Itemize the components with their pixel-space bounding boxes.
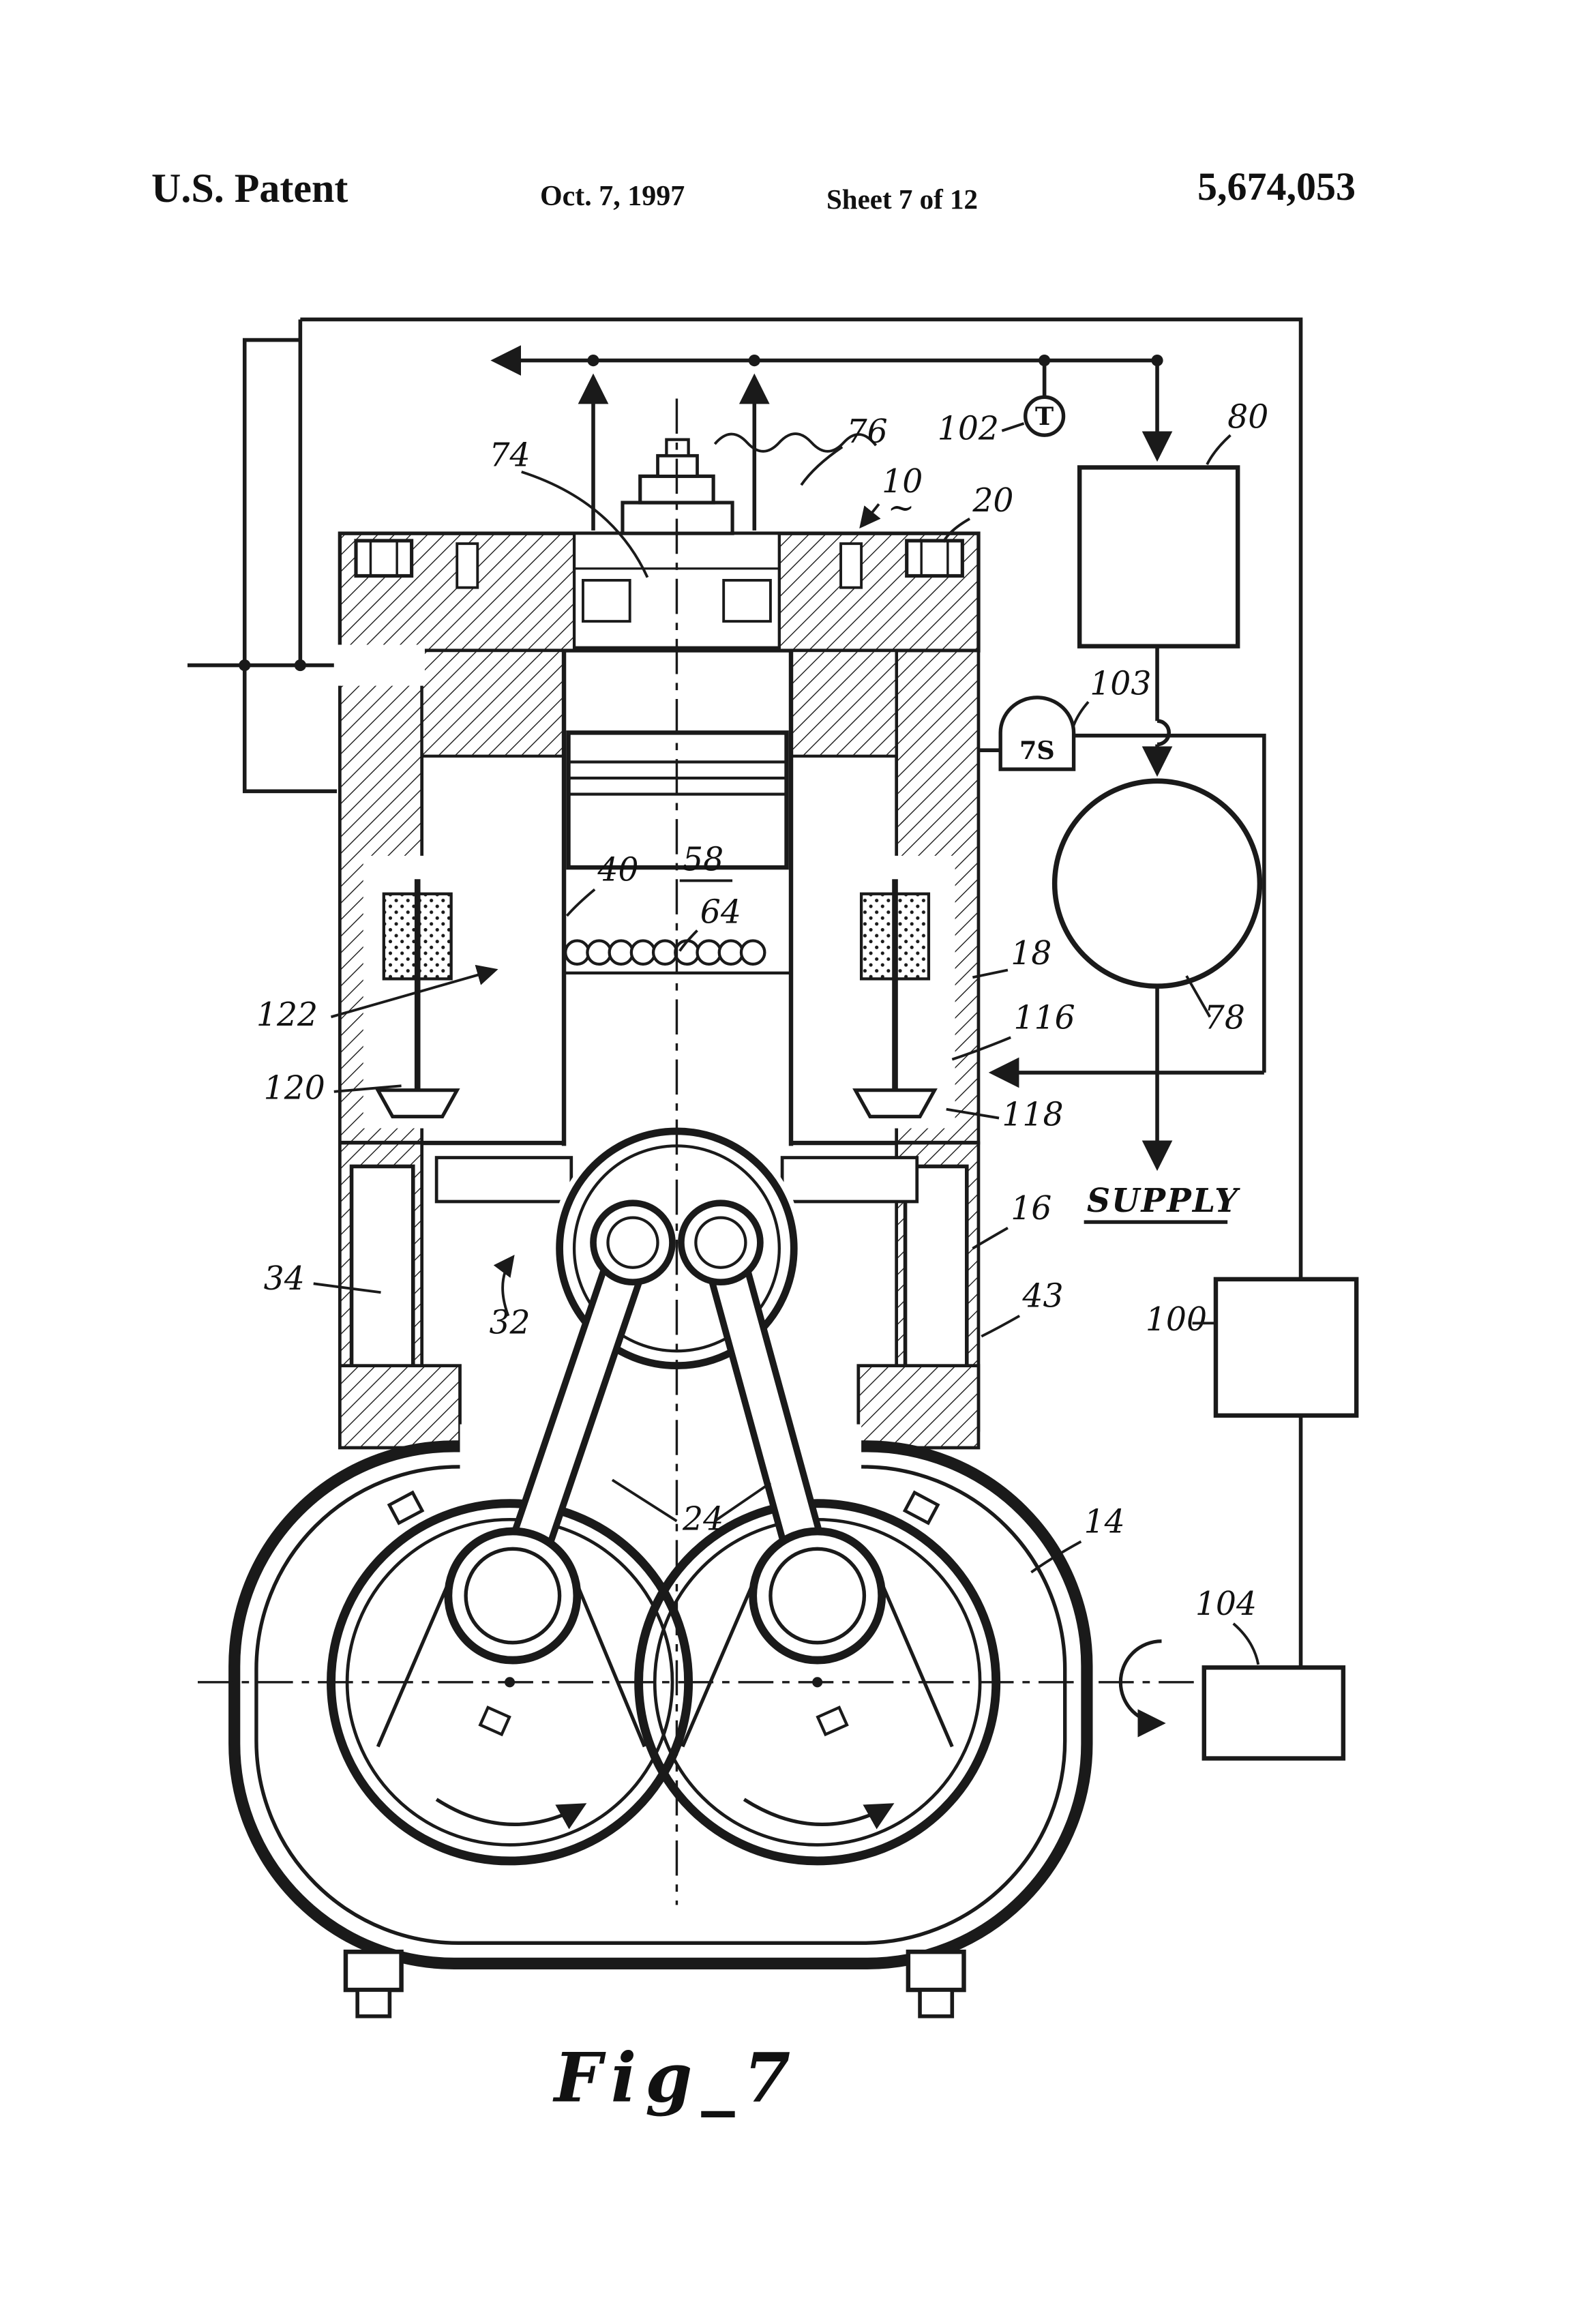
ref-label-103: 103: [1090, 666, 1151, 703]
temp-sensor-label: T: [1035, 402, 1054, 431]
ref-label-43: 43: [1021, 1278, 1063, 1315]
reference-labels: 76 102 80 74 10 ~ 20 103 40 58 64 18 122: [256, 398, 1268, 1665]
ref-label-104: 104: [1195, 1585, 1257, 1623]
ref-label-118: 118: [1002, 1096, 1063, 1133]
left-rotation-arrow: [435, 1798, 587, 1830]
ref-label-80: 80: [1227, 398, 1268, 436]
figure-caption: Fig_7: [552, 2038, 799, 2117]
patent-date: Oct. 7, 1997: [540, 181, 685, 212]
ref-label-10: 10: [882, 463, 923, 501]
ref-label-102: 102: [938, 411, 999, 448]
ref-label-76: 76: [847, 413, 888, 451]
temp-sensor-circle: [1024, 395, 1066, 437]
ref-label-34: 34: [264, 1260, 305, 1298]
connecting-rods: [444, 1200, 886, 1665]
ref-label-40: 40: [597, 851, 638, 889]
engine-block: [333, 432, 981, 1450]
sensor-7s-label: 7S: [1019, 736, 1055, 765]
crankcase: [228, 1424, 1093, 2018]
spring-coils: [564, 939, 792, 974]
supply-label: SUPPLY: [1087, 1182, 1240, 1220]
right-foot: [906, 1949, 966, 1993]
patent-title: U.S. Patent: [151, 166, 348, 211]
ref-label-122: 122: [256, 996, 318, 1034]
ref-label-64: 64: [700, 894, 741, 932]
sheet-number: Sheet 7 of 12: [826, 183, 979, 215]
patent-number: 5,674,053: [1197, 164, 1356, 209]
ref-label-74: 74: [489, 436, 530, 474]
ref-label-100: 100: [1146, 1301, 1207, 1339]
left-valve-assembly: [374, 879, 460, 1118]
right-rotation-arrow: [743, 1798, 895, 1830]
ref-label-18: 18: [1011, 935, 1051, 972]
external-components: T 7S SUPPLY: [998, 395, 1359, 1761]
ref-label-32: 32: [489, 1304, 530, 1341]
ref-label-14: 14: [1084, 1504, 1125, 1541]
ref-label-116: 116: [1014, 999, 1075, 1037]
ref-label-58: 58: [683, 841, 723, 878]
left-foot: [343, 1949, 404, 1993]
sensor-7s-box: [998, 696, 1076, 771]
control-circuit: [187, 317, 1303, 1668]
shaft-rotation-arrow: [1118, 1639, 1166, 1738]
box-100: [1213, 1277, 1359, 1418]
right-valve-assembly: [852, 879, 938, 1118]
ref-label-10-tilde: ~: [888, 490, 915, 527]
ref-label-120: 120: [264, 1070, 325, 1107]
box-104: [1202, 1665, 1346, 1761]
controller-box-80: [1077, 465, 1240, 649]
ref-label-20: 20: [972, 482, 1013, 520]
ref-label-16: 16: [1011, 1190, 1051, 1227]
pump-circle-78: [1051, 778, 1263, 989]
ref-label-78: 78: [1204, 999, 1245, 1037]
